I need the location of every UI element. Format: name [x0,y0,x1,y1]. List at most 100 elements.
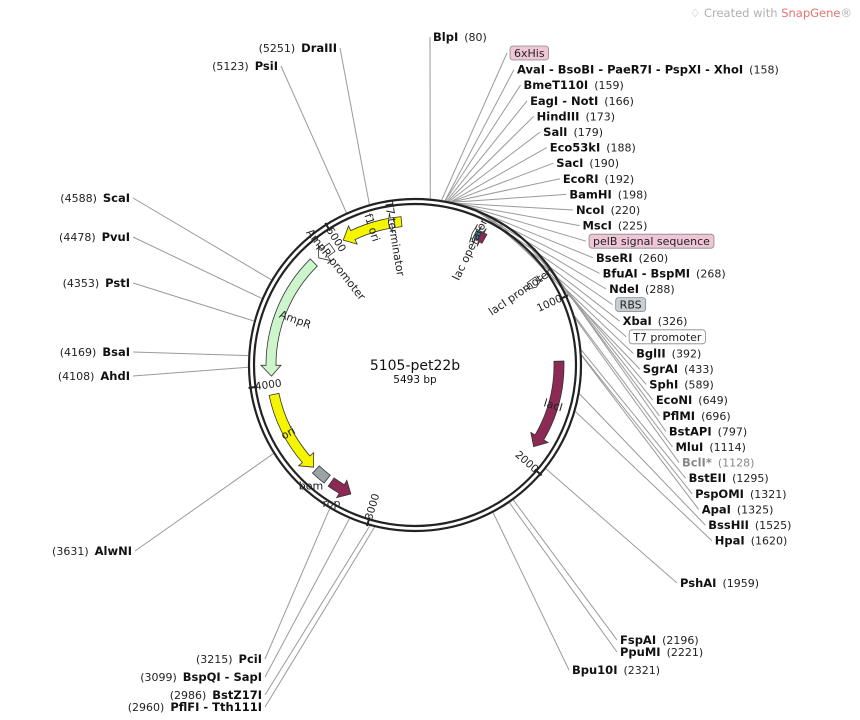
site-eagi-noti[interactable]: EagI - NotI(166) [530,94,634,108]
site-rbs[interactable]: RBS [615,297,647,313]
site-position: (288) [645,283,675,296]
site-xbai[interactable]: XbaI(326) [623,314,688,328]
site-bsai[interactable]: BsaI(4169) [60,345,130,359]
site-name: BlpI [433,30,458,44]
site-mlui[interactable]: MluI(1114) [675,440,745,454]
site-name: SacI [556,156,583,170]
site-hpai[interactable]: HpaI(1620) [715,534,787,548]
site-pflmi[interactable]: PflMI(696) [662,409,730,423]
site-hindiii[interactable]: HindIII(173) [537,109,615,123]
site-pspomi[interactable]: PspOMI(1321) [695,487,786,501]
site-name: BssHII [708,518,749,532]
site-bfuai-bspmi[interactable]: BfuAI - BspMI(268) [603,266,726,280]
site-pflfi-tth111i[interactable]: PflFI - Tth111I(2960) [128,700,262,714]
backbone-inner-ring [252,202,578,528]
site-name: AhdI [100,369,130,383]
site-pvui[interactable]: PvuI(4478) [59,230,130,244]
site-sali[interactable]: SalI(179) [543,125,603,139]
site-alwni[interactable]: AlwNI(3631) [52,544,132,558]
feature-ampr[interactable]: AmpR [260,258,318,377]
site-pshai[interactable]: PshAI(1959) [680,576,759,590]
feature-t7-promoter[interactable] [469,224,478,243]
site-name: Eco53kI [550,141,601,155]
feature-shape[interactable] [311,465,331,484]
feature-lac-operator[interactable]: lac operator [450,216,491,282]
site-bstz17i[interactable]: BstZ17I(2986) [170,688,262,702]
site-bstapi[interactable]: BstAPI(797) [669,424,747,438]
feature-rop[interactable]: rop [322,477,352,510]
site-name: BclI* [682,456,712,470]
feature-ori[interactable]: ori [268,392,315,468]
feature-shape[interactable] [387,213,396,234]
feature-bom[interactable]: bom [299,465,331,493]
feature-tag-box [628,329,706,345]
leader-line [460,203,587,242]
site-position: (2321) [623,664,660,677]
site-pcii[interactable]: PciI(3215) [196,652,262,666]
site-bcli[interactable]: BclI*(1128) [682,456,754,470]
feature-shape[interactable] [476,228,488,247]
site-pelb-signal-sequence[interactable]: pelB signal sequence [588,233,715,249]
site-name: MluI [675,440,703,454]
site-econi[interactable]: EcoNI(649) [656,393,728,407]
feature-shape[interactable] [268,392,315,468]
site-position: (2221) [667,646,704,659]
site-draiii[interactable]: DraIII(5251) [259,41,337,55]
feature-shape[interactable] [260,258,318,377]
feature-laci[interactable]: lacI [530,360,565,448]
site-ncoi[interactable]: NcoI(220) [576,203,640,217]
leader-line [264,526,376,708]
feature-shape[interactable] [530,360,565,448]
site-bmet110i[interactable]: BmeT110I(159) [524,78,624,92]
site-ahdi[interactable]: AhdI(4108) [58,369,130,383]
site-scai[interactable]: ScaI(4588) [60,191,130,205]
site-apai[interactable]: ApaI(1325) [702,502,774,516]
site-6xhis[interactable]: 6xHis [509,45,549,61]
leader-line [545,468,678,584]
site-position: (2986) [170,689,207,702]
plasmid-name: 5105-pet22b [370,358,460,374]
feature-shape[interactable] [525,276,543,290]
site-name: NdeI [609,282,639,296]
feature-label: AmpR [278,308,314,332]
leader-line [132,366,249,377]
site-bseri[interactable]: BseRI(260) [596,251,668,265]
site-saci[interactable]: SacI(190) [556,156,619,170]
site-bpu10i[interactable]: Bpu10I(2321) [572,663,660,677]
feature-shape[interactable] [327,477,352,499]
feature-shape[interactable] [317,242,336,262]
site-msci[interactable]: MscI(225) [582,219,647,233]
site-sphi[interactable]: SphI(589) [649,378,714,392]
leader-line [264,518,350,678]
site-bspqi-sapi[interactable]: BspQI - SapI(3099) [140,670,262,684]
site-position: (1325) [737,503,774,516]
leader-line [264,508,331,660]
site-avai-bsobi-paer7i-pspxi-xhoi[interactable]: AvaI - BsoBI - PaeR7I - PspXI - XhoI(158… [517,63,779,77]
site-position: (649) [698,394,728,407]
feature-t7-terminator[interactable]: T7 terminator [382,199,407,277]
site-bamhi[interactable]: BamHI(198) [569,187,647,201]
site-t7-promoter[interactable]: T7 promoter [628,329,706,345]
site-ecori[interactable]: EcoRI(192) [563,172,634,186]
site-bsteii[interactable]: BstEII(1295) [689,471,769,485]
site-fspai[interactable]: FspAI(2196) [620,633,699,647]
site-name: NcoI [576,203,605,217]
feature-shape[interactable] [469,224,478,243]
feature-laci-t7-region[interactable] [476,228,488,247]
site-bglii[interactable]: BglII(392) [636,346,701,360]
plasmid-backbone [247,197,583,533]
site-bsshii[interactable]: BssHII(1525) [708,518,791,532]
site-ndei[interactable]: NdeI (288) [609,282,675,296]
site-psti[interactable]: PstI(4353) [63,276,130,290]
site-ppumi[interactable]: PpuMI(2221) [620,645,703,659]
feature-shape[interactable] [342,216,403,245]
feature-label: rop [322,497,340,510]
site-blpi[interactable]: BlpI(80) [433,30,487,44]
site-name: PsiI [255,59,278,73]
site-eco53ki[interactable]: Eco53kI(188) [550,141,636,155]
site-psii[interactable]: PsiI(5123) [212,59,278,73]
watermark-brand: SnapGene [781,6,841,20]
site-sgrai[interactable]: SgrAI(433) [643,362,714,376]
